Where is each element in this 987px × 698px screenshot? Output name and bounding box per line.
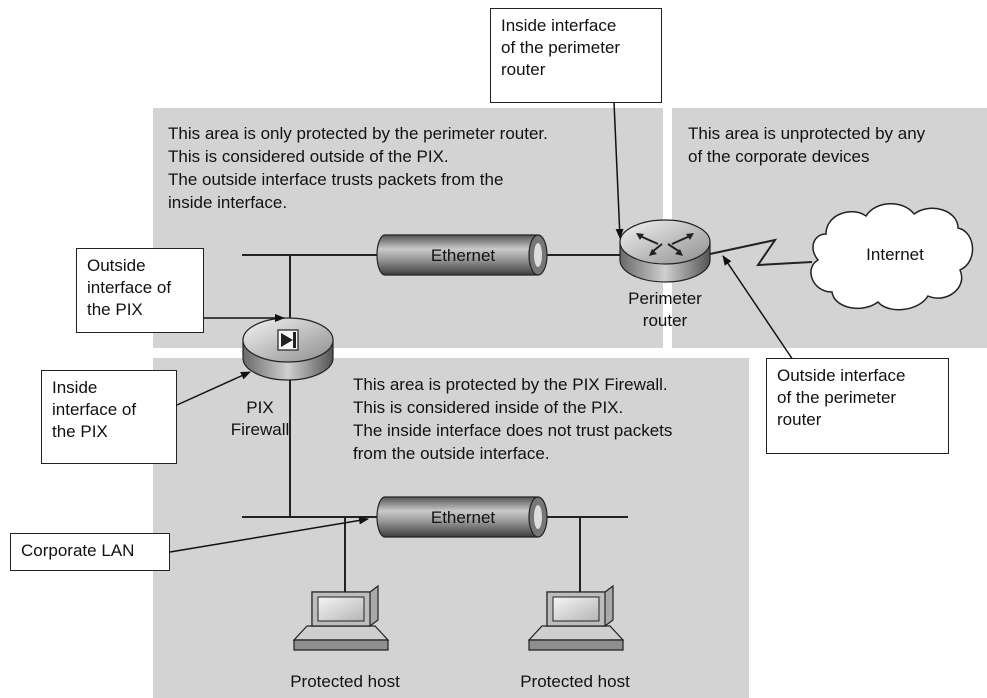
host-right-icon (527, 584, 625, 651)
router-icon (619, 219, 711, 283)
arrow-corporate-lan (169, 516, 369, 553)
ethernet-top-label: Ethernet (430, 246, 496, 265)
arrow-router-inside (613, 101, 624, 239)
pix-firewall-icon (242, 317, 334, 381)
pix-label: PIX Firewall (230, 398, 290, 439)
internet-label: Internet (866, 245, 924, 264)
internet-cloud-icon (810, 203, 974, 311)
serial-link (709, 238, 813, 267)
callout-router-outside: Outside interface of the perimeter route… (766, 358, 949, 454)
host-left-icon (292, 584, 390, 651)
ethernet-bottom-icon (376, 496, 548, 538)
ethernet-bottom-label: Ethernet (430, 508, 496, 527)
callout-corporate-lan: Corporate LAN (10, 533, 170, 571)
arrow-pix-inside (176, 371, 251, 406)
arrow-router-outside (722, 255, 794, 361)
network-links (242, 238, 813, 598)
host-right-label: Protected host (520, 672, 630, 691)
host-left-label: Protected host (290, 672, 400, 691)
router-label: Perimeter router (628, 289, 702, 330)
callout-arrows (169, 101, 794, 553)
zone-unprotected-text: This area is unprotected by any of the c… (688, 124, 926, 166)
zone-outside-pix (153, 108, 663, 348)
ethernet-top-icon (376, 234, 548, 276)
callout-router-inside: Inside interface of the perimeter router (490, 8, 662, 103)
zone-outside-pix-text: This area is only protected by the perim… (168, 124, 548, 212)
callout-pix-inside: Inside interface of the PIX (41, 370, 177, 464)
zone-inside-pix-text: This area is protected by the PIX Firewa… (353, 375, 673, 463)
callout-pix-outside: Outside interface of the PIX (76, 248, 204, 333)
